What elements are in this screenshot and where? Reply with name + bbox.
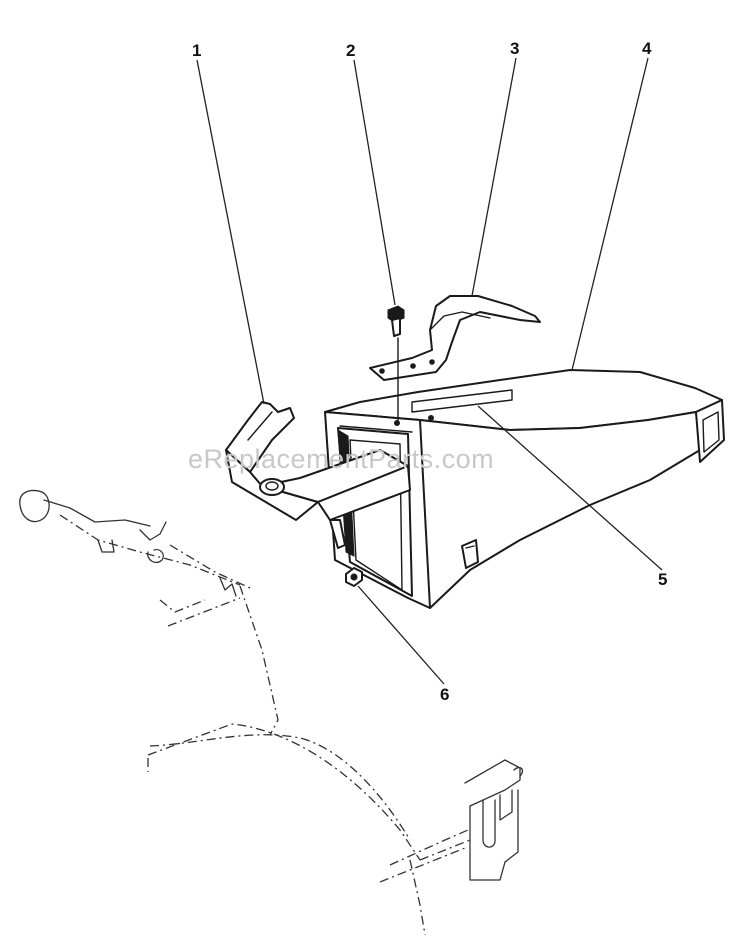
callout-4: 4 [642, 39, 652, 58]
mounting-bracket [225, 401, 411, 549]
leader-lines [196, 57, 663, 685]
callout-3: 3 [510, 39, 519, 58]
screw [387, 305, 405, 421]
callout-2: 2 [346, 41, 355, 60]
mower-deck-phantom [19, 489, 524, 936]
callout-1: 1 [192, 41, 201, 60]
callout-6: 6 [440, 685, 449, 704]
watermark-text: eReplacementParts.com [188, 444, 494, 474]
handle-lever [369, 295, 541, 381]
callout-5: 5 [658, 570, 667, 589]
nut [345, 567, 363, 587]
